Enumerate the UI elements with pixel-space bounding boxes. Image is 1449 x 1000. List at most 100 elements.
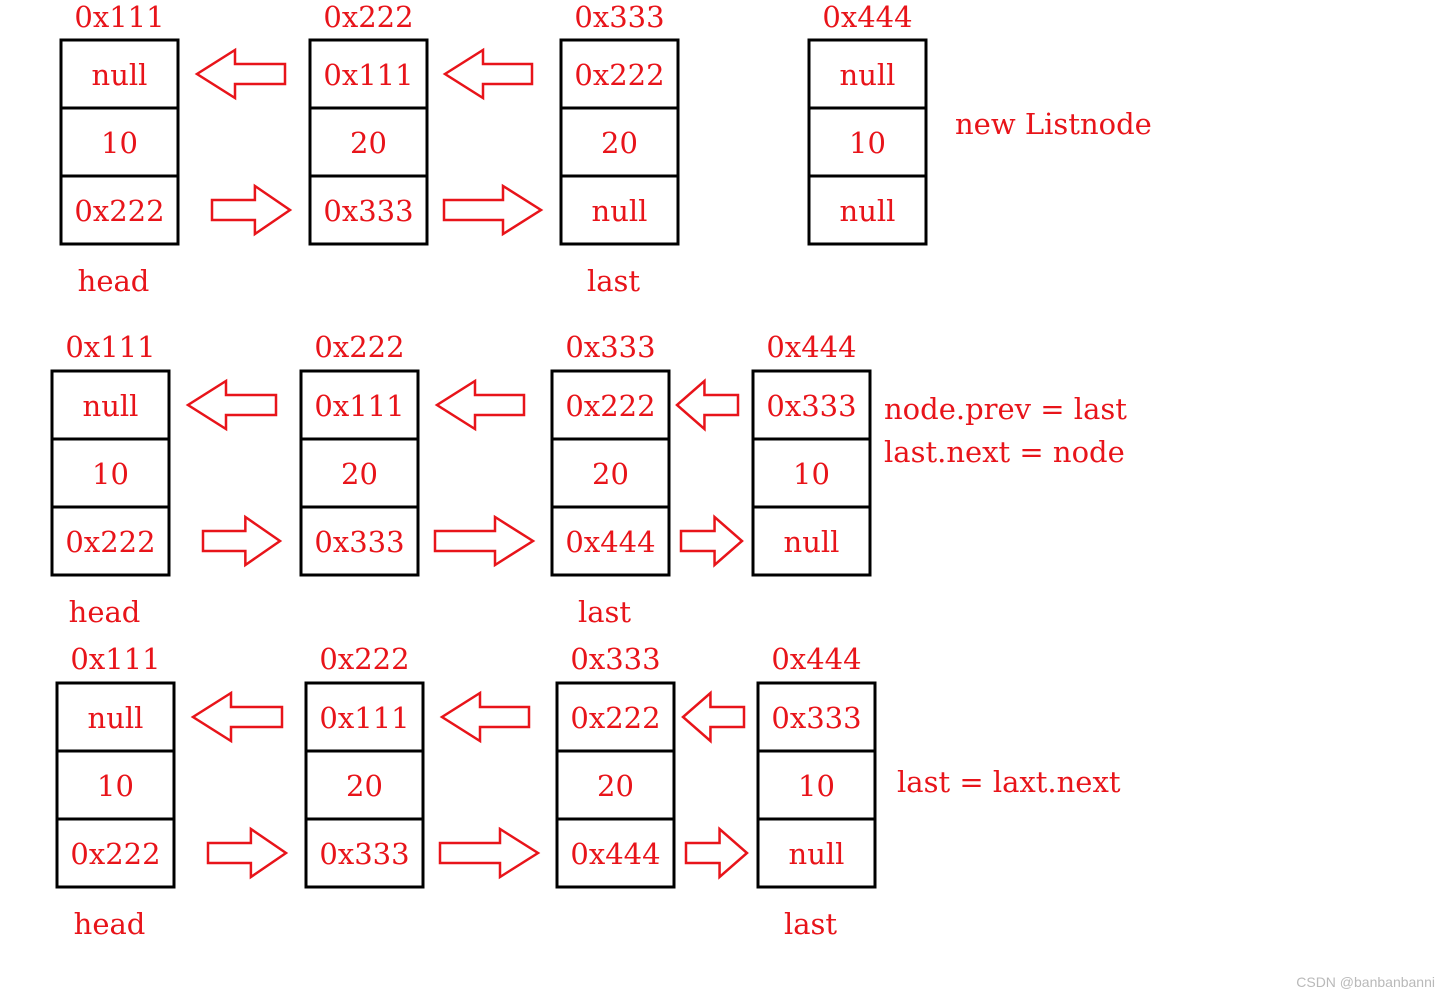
node-cell-box bbox=[807, 38, 928, 110]
next-pointer-arrow bbox=[433, 514, 536, 568]
node-cell-value: null bbox=[840, 194, 896, 228]
node-cell-value: 20 bbox=[350, 126, 387, 160]
node-cell-box bbox=[50, 437, 171, 509]
step-note: last = laxt.next bbox=[897, 765, 1121, 799]
node-cell-value: 0x444 bbox=[565, 525, 655, 559]
node-address: 0x333 bbox=[570, 642, 660, 676]
next-pointer-arrow bbox=[442, 183, 544, 237]
node-cell-value: 0x333 bbox=[771, 701, 861, 735]
node-address: 0x444 bbox=[771, 642, 861, 676]
node-cell-value: 0x222 bbox=[65, 525, 155, 559]
prev-pointer-arrow bbox=[194, 47, 287, 101]
node-label: head bbox=[78, 264, 150, 298]
node-label: last bbox=[587, 264, 640, 298]
prev-pointer-arrow bbox=[434, 378, 526, 432]
node-label: head bbox=[69, 595, 141, 629]
node-cell-value: 0x333 bbox=[319, 837, 409, 871]
node-cell-value: 20 bbox=[601, 126, 638, 160]
node-label: last bbox=[784, 907, 837, 941]
node-cell-value: 0x444 bbox=[570, 837, 660, 871]
node-address: 0x111 bbox=[74, 0, 164, 34]
node-cell-value: 20 bbox=[341, 457, 378, 491]
node-cell-value: null bbox=[592, 194, 648, 228]
node-cell-box bbox=[751, 369, 872, 441]
node-cell-box bbox=[550, 369, 671, 441]
node-cell-box bbox=[55, 749, 176, 821]
node-cell-box bbox=[756, 817, 877, 889]
next-pointer-arrow bbox=[210, 183, 293, 237]
node-cell-value: 10 bbox=[97, 769, 134, 803]
node-cell-value: 0x222 bbox=[570, 701, 660, 735]
node-cell-value: 20 bbox=[346, 769, 383, 803]
node-cell-value: null bbox=[789, 837, 845, 871]
prev-pointer-arrow bbox=[442, 47, 534, 101]
node-cell-box bbox=[55, 817, 176, 889]
node-address: 0x444 bbox=[822, 0, 912, 34]
node-cell-box bbox=[308, 38, 429, 110]
node-cell-value: 0x333 bbox=[766, 389, 856, 423]
node-cell-box bbox=[751, 437, 872, 509]
node-cell-box bbox=[555, 817, 676, 889]
node-cell-box bbox=[751, 505, 872, 577]
node-cell-value: null bbox=[88, 701, 144, 735]
node-cell-box bbox=[550, 437, 671, 509]
next-pointer-arrow bbox=[438, 826, 541, 880]
step-note: new Listnode bbox=[955, 107, 1152, 141]
node-cell-box bbox=[807, 106, 928, 178]
node-address: 0x222 bbox=[314, 330, 404, 364]
node-cell-box bbox=[807, 174, 928, 246]
step-note: node.prev = last bbox=[884, 392, 1127, 426]
next-pointer-arrow bbox=[201, 514, 283, 568]
node-cell-value: null bbox=[784, 525, 840, 559]
node-address: 0x222 bbox=[323, 0, 413, 34]
next-pointer-arrow bbox=[684, 826, 749, 880]
node-cell-box bbox=[559, 174, 680, 246]
prev-pointer-arrow bbox=[675, 378, 740, 432]
node-cell-box bbox=[304, 817, 425, 889]
node-address: 0x444 bbox=[766, 330, 856, 364]
node-cell-value: 10 bbox=[793, 457, 830, 491]
node-label: head bbox=[74, 907, 146, 941]
step-note: last.next = node bbox=[884, 435, 1125, 469]
node-cell-value: 0x333 bbox=[323, 194, 413, 228]
node-cell-value: 0x111 bbox=[319, 701, 409, 735]
node-cell-value: 10 bbox=[798, 769, 835, 803]
node-address: 0x333 bbox=[565, 330, 655, 364]
node-address: 0x333 bbox=[574, 0, 664, 34]
node-cell-value: 0x222 bbox=[574, 58, 664, 92]
node-cell-box bbox=[299, 369, 420, 441]
prev-pointer-arrow bbox=[681, 690, 746, 744]
node-cell-value: null bbox=[92, 58, 148, 92]
node-cell-value: 20 bbox=[592, 457, 629, 491]
node-cell-value: 20 bbox=[597, 769, 634, 803]
node-cell-value: 10 bbox=[92, 457, 129, 491]
node-cell-box bbox=[550, 505, 671, 577]
node-cell-value: 0x222 bbox=[74, 194, 164, 228]
next-pointer-arrow bbox=[679, 514, 744, 568]
node-cell-box bbox=[304, 749, 425, 821]
node-cell-box bbox=[559, 106, 680, 178]
node-address: 0x111 bbox=[70, 642, 160, 676]
prev-pointer-arrow bbox=[190, 690, 284, 744]
node-address: 0x222 bbox=[319, 642, 409, 676]
node-cell-box bbox=[299, 505, 420, 577]
node-cell-box bbox=[50, 505, 171, 577]
prev-pointer-arrow bbox=[439, 690, 531, 744]
node-cell-value: 0x333 bbox=[314, 525, 404, 559]
node-cell-value: 0x222 bbox=[565, 389, 655, 423]
node-cell-box bbox=[59, 174, 180, 246]
node-cell-box bbox=[59, 38, 180, 110]
node-cell-value: 10 bbox=[849, 126, 886, 160]
node-cell-box bbox=[555, 681, 676, 753]
next-pointer-arrow bbox=[206, 826, 289, 880]
node-cell-value: 0x111 bbox=[314, 389, 404, 423]
node-cell-value: null bbox=[83, 389, 139, 423]
node-cell-value: 0x222 bbox=[70, 837, 160, 871]
node-cell-value: 10 bbox=[101, 126, 138, 160]
node-label: last bbox=[578, 595, 631, 629]
watermark: CSDN @banbanbanni bbox=[1296, 974, 1435, 990]
node-address: 0x111 bbox=[65, 330, 155, 364]
node-cell-box bbox=[308, 174, 429, 246]
node-cell-box bbox=[299, 437, 420, 509]
